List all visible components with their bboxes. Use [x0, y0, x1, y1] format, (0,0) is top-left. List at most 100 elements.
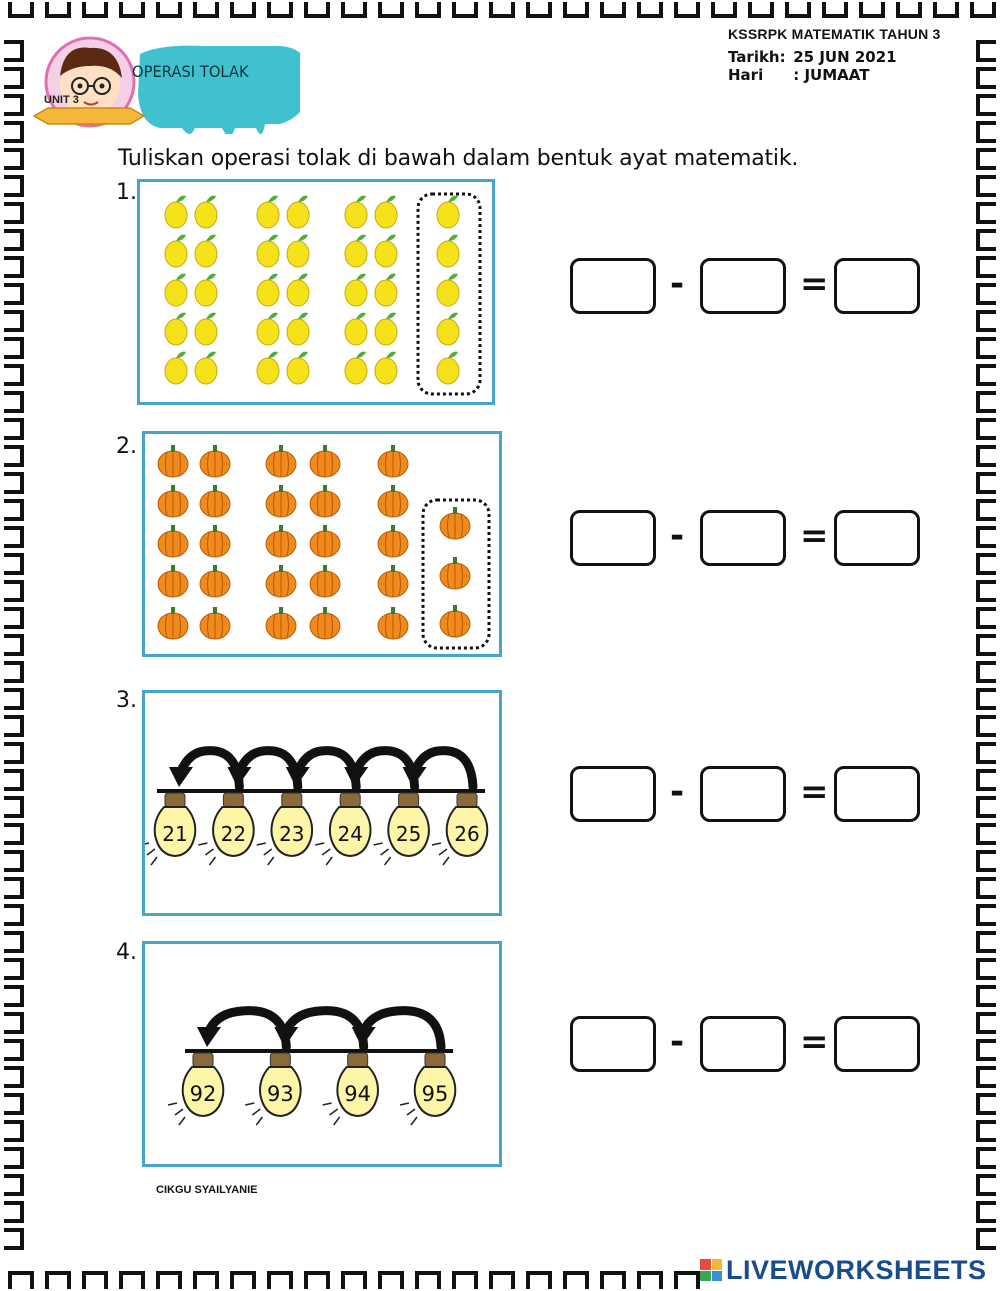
bulb-icon	[431, 792, 489, 866]
bulb-number: 25	[396, 822, 421, 846]
border-bracket	[341, 1271, 367, 1289]
border-bracket	[452, 1271, 478, 1289]
bulb-number: 95	[422, 1082, 449, 1106]
border-bracket	[4, 1228, 24, 1250]
pumpkin-icon	[309, 565, 341, 598]
course-title: KSSRPK MATEMATIK TAHUN 3	[728, 26, 941, 42]
border-bracket	[4, 553, 24, 575]
border-bracket	[637, 1271, 663, 1289]
pumpkin-icon	[265, 607, 297, 640]
equals-sign: =	[800, 1022, 829, 1062]
date-value: 25 JUN 2021	[793, 48, 897, 66]
border-bracket	[4, 364, 24, 386]
border-bracket	[976, 931, 996, 953]
minus-sign: -	[670, 772, 685, 812]
jump-arrow	[410, 746, 478, 792]
lemon-icon	[164, 234, 188, 268]
border-bracket	[976, 1039, 996, 1061]
border-bracket	[4, 499, 24, 521]
answer-box-subtrahend[interactable]	[700, 510, 786, 566]
border-bracket	[4, 283, 24, 305]
border-bracket	[976, 1120, 996, 1142]
answer-box-minuend[interactable]	[570, 510, 656, 566]
answer-box-minuend[interactable]	[570, 1016, 656, 1072]
answer-box-subtrahend[interactable]	[700, 766, 786, 822]
bulb-number: 22	[221, 822, 246, 846]
answer-box-minuend[interactable]	[570, 258, 656, 314]
border-bracket	[822, 2, 848, 18]
lemon-icon	[256, 351, 280, 385]
border-bracket	[4, 931, 24, 953]
border-bracket	[976, 715, 996, 737]
day-row: Hari : JUMAAT	[728, 66, 988, 84]
answer-box-difference[interactable]	[834, 766, 920, 822]
border-bracket	[976, 121, 996, 143]
bulb-icon	[245, 1052, 302, 1126]
lemon-icon	[194, 351, 218, 385]
border-bracket	[4, 580, 24, 602]
bulb-icon	[167, 1052, 225, 1126]
arrowhead-icon	[285, 767, 310, 787]
answer-box-subtrahend[interactable]	[700, 1016, 786, 1072]
border-bracket	[4, 256, 24, 278]
border-bracket	[637, 2, 663, 18]
answer-box-difference[interactable]	[834, 510, 920, 566]
border-bracket	[976, 391, 996, 413]
arrowhead-icon	[344, 767, 369, 787]
border-bracket	[45, 1271, 71, 1289]
liveworksheets-brand: LIVEWORKSHEETS	[726, 1254, 987, 1285]
pumpkin-icon	[157, 525, 189, 558]
border-bracket	[4, 445, 24, 467]
answer-box-minuend[interactable]	[570, 766, 656, 822]
border-bracket	[976, 1093, 996, 1115]
border-bracket	[526, 1271, 552, 1289]
border-bracket	[976, 607, 996, 629]
topic-title: OPERASI TOLAK	[132, 62, 249, 81]
lemon-icon	[164, 351, 188, 385]
lemon-icon	[344, 312, 368, 346]
bulb-number: 23	[279, 822, 304, 846]
border-bracket	[156, 2, 182, 18]
lemon-icon	[436, 234, 460, 268]
border-bracket	[976, 904, 996, 926]
pumpkin-icon	[377, 525, 409, 558]
lemon-icon	[344, 234, 368, 268]
lemon-icon	[374, 273, 398, 307]
answer-box-subtrahend[interactable]	[700, 258, 786, 314]
lemon-icon	[164, 273, 188, 307]
unit-badge: UNIT 3	[44, 94, 79, 106]
liveworksheets-logo[interactable]: LIVEWORKSHEETS	[700, 1254, 987, 1285]
answer-box-difference[interactable]	[834, 258, 920, 314]
border-bracket	[4, 1120, 24, 1142]
pumpkin-icon	[157, 445, 189, 478]
pumpkin-icon	[377, 565, 409, 598]
border-bracket	[976, 1174, 996, 1196]
crossed-group-outline	[416, 192, 482, 396]
answer-box-difference[interactable]	[834, 1016, 920, 1072]
border-bracket	[4, 904, 24, 926]
bulb-number: 24	[337, 822, 362, 846]
border-bracket	[378, 1271, 404, 1289]
lemon-icon	[374, 234, 398, 268]
pumpkin-icon	[309, 525, 341, 558]
lemon-icon	[286, 234, 310, 268]
border-bracket	[976, 364, 996, 386]
lemon-icon	[436, 273, 460, 307]
lemon-group	[164, 192, 482, 396]
border-bracket	[976, 67, 996, 89]
border-bracket	[4, 742, 24, 764]
crossed-group-outline	[421, 498, 491, 650]
lemon-icon	[374, 351, 398, 385]
question-number: 2.	[116, 434, 137, 459]
border-bracket	[976, 985, 996, 1007]
lemon-icon	[194, 273, 218, 307]
minus-sign: -	[670, 264, 685, 304]
border-bracket	[976, 850, 996, 872]
border-bracket	[4, 688, 24, 710]
pumpkin-icon	[265, 445, 297, 478]
pumpkin-icon	[377, 445, 409, 478]
border-bracket	[4, 202, 24, 224]
